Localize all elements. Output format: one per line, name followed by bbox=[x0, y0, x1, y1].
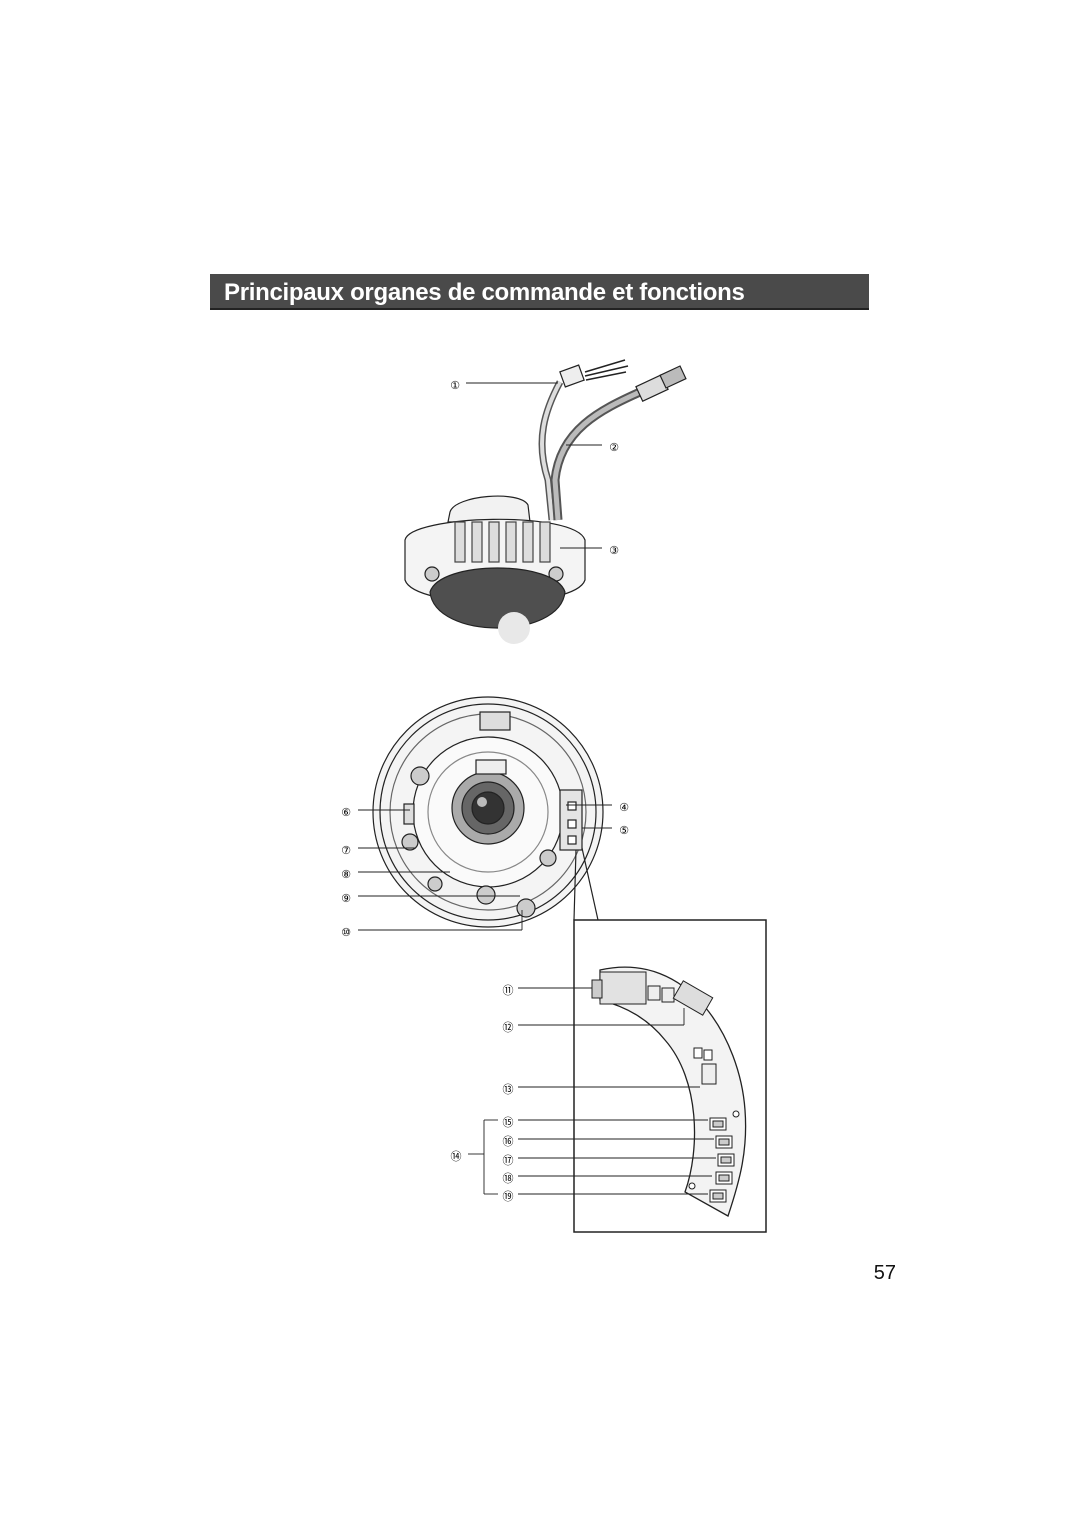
camera-exterior-illustration bbox=[404, 359, 687, 644]
callout-13: ⑬ bbox=[503, 1083, 514, 1096]
callout-2: ② bbox=[609, 441, 619, 454]
callout-4: ④ bbox=[619, 801, 629, 814]
callout-10: ⑩ bbox=[341, 926, 351, 939]
callout-1: ① bbox=[450, 379, 460, 392]
callout-8: ⑧ bbox=[341, 868, 351, 881]
camera-interior-illustration bbox=[372, 696, 604, 928]
callout-3: ③ bbox=[609, 544, 619, 557]
callout-7: ⑦ bbox=[341, 844, 351, 857]
section-title: Principaux organes de commande et foncti… bbox=[210, 274, 869, 310]
callout-11: ⑪ bbox=[503, 984, 514, 997]
switch-board-detail bbox=[573, 919, 767, 1233]
callout-9: ⑨ bbox=[341, 892, 351, 905]
callout-12: ⑫ bbox=[503, 1021, 514, 1034]
callout-5: ⑤ bbox=[619, 824, 629, 837]
page-number: 57 bbox=[873, 1262, 896, 1284]
callout-14: ⑭ bbox=[451, 1150, 462, 1163]
callout-17: ⑰ bbox=[503, 1154, 514, 1167]
callout-6: ⑥ bbox=[341, 806, 351, 819]
callout-16: ⑯ bbox=[503, 1135, 514, 1148]
callout-18: ⑱ bbox=[503, 1172, 514, 1185]
callout-15: ⑮ bbox=[503, 1116, 514, 1129]
callout-19: ⑲ bbox=[503, 1190, 514, 1203]
